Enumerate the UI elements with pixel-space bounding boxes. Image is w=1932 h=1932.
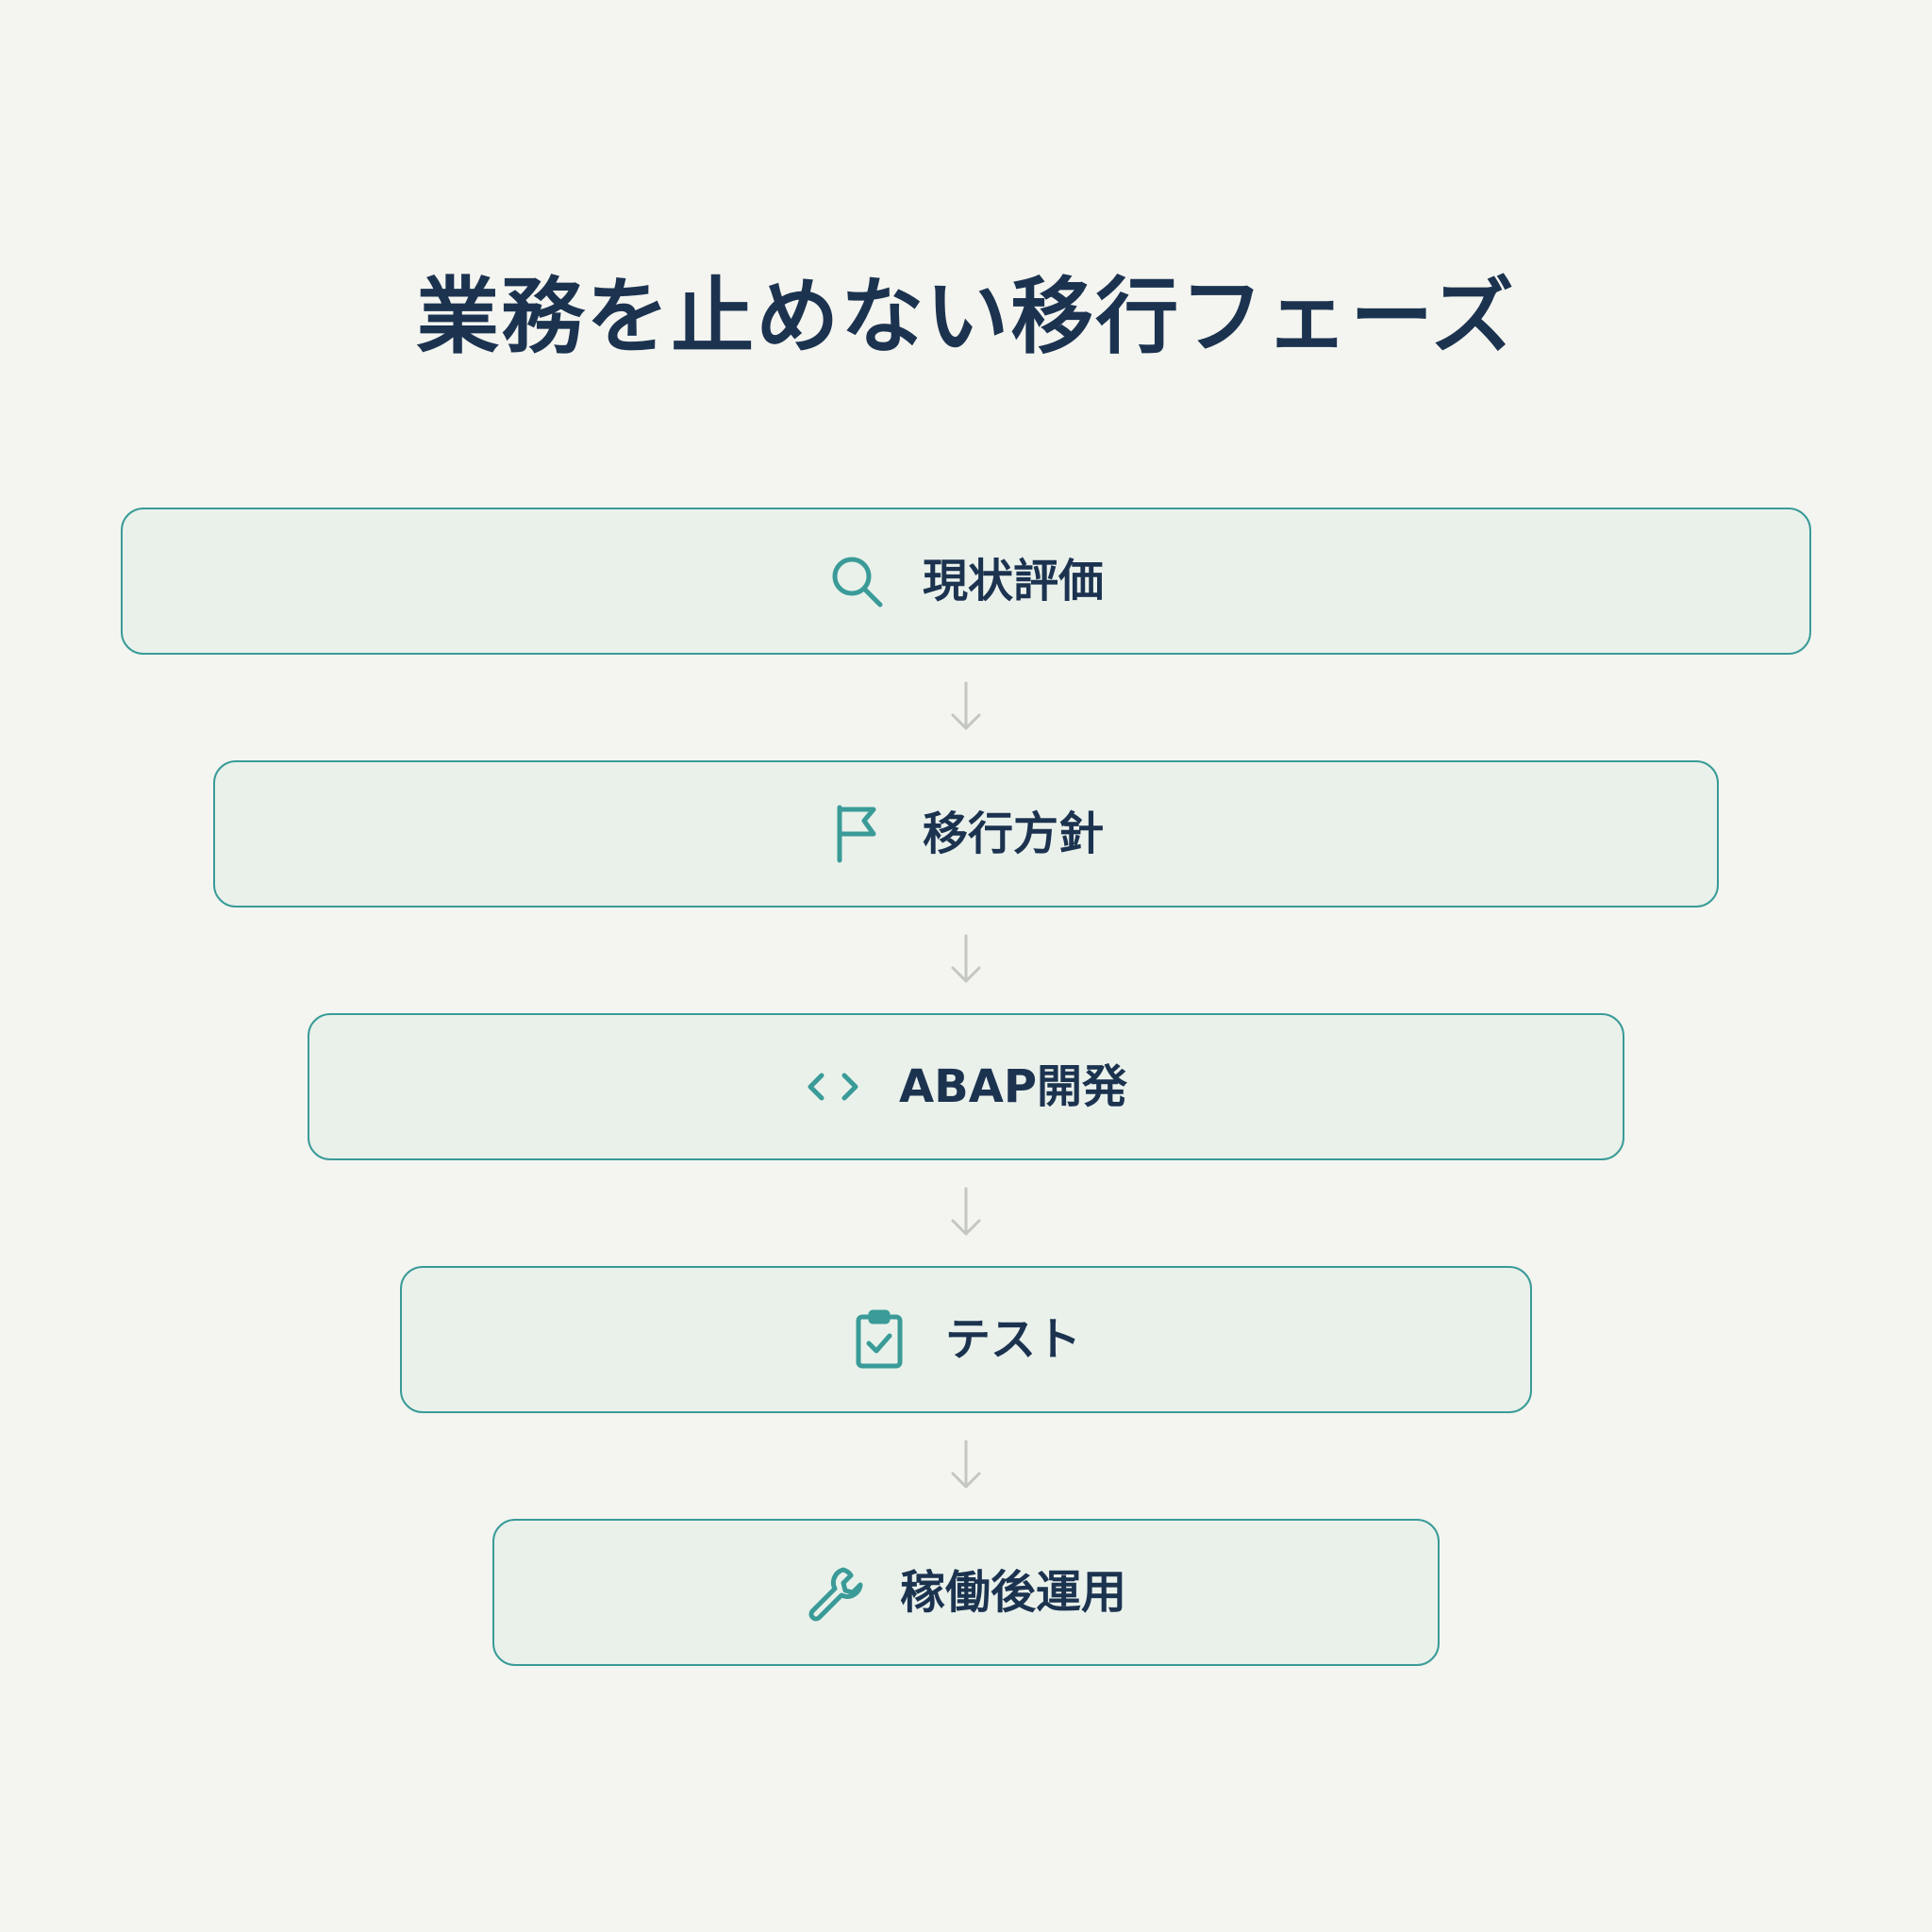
phase-box-operations: 稼働後運用 <box>492 1519 1440 1666</box>
phase-label: テスト <box>944 1313 1081 1366</box>
arrow-down-icon <box>943 1440 989 1492</box>
phase-label: ABAP開発 <box>898 1060 1128 1113</box>
arrow-down-icon <box>943 1187 989 1240</box>
code-icon <box>805 1058 861 1115</box>
phase-box-assessment: 現状評価 <box>121 508 1811 655</box>
wrench-icon <box>806 1564 863 1622</box>
diagram-title: 業務を止めない移行フェーズ <box>416 268 1516 365</box>
arrow-down-icon <box>943 681 989 734</box>
search-icon <box>828 553 885 609</box>
arrow-down-icon <box>943 934 989 987</box>
phase-label: 現状評価 <box>922 555 1104 608</box>
phase-box-strategy: 移行方針 <box>213 760 1719 908</box>
phase-label: 稼働後運用 <box>899 1566 1126 1619</box>
flag-icon <box>828 805 885 863</box>
clipboard-check-icon <box>851 1309 908 1369</box>
phase-label: 移行方針 <box>922 808 1104 860</box>
phase-box-abap-development: ABAP開発 <box>308 1013 1624 1160</box>
phase-box-test: テスト <box>400 1266 1532 1413</box>
